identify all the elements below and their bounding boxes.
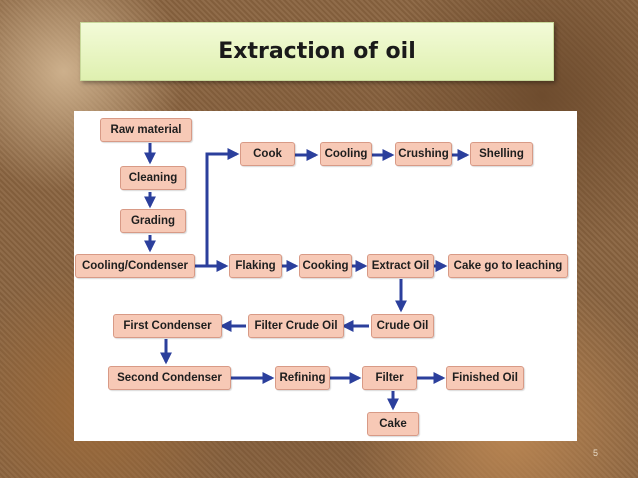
node-extract-oil: Extract Oil (367, 254, 434, 278)
slide-title-box: Extraction of oil (80, 22, 554, 81)
node-crushing: Crushing (395, 142, 452, 166)
node-cooking: Cooking (299, 254, 352, 278)
node-cook: Cook (240, 142, 295, 166)
node-cleaning: Cleaning (120, 166, 186, 190)
node-filter: Filter (362, 366, 417, 390)
slide-title: Extraction of oil (218, 39, 416, 64)
node-refining: Refining (275, 366, 330, 390)
node-cooling-condenser: Cooling/Condenser (75, 254, 195, 278)
node-cake: Cake (367, 412, 419, 436)
node-finished-oil: Finished Oil (446, 366, 524, 390)
node-flaking: Flaking (229, 254, 282, 278)
node-crude-oil: Crude Oil (371, 314, 434, 338)
page-number: 5 (592, 448, 598, 458)
node-filter-crude-oil: Filter Crude Oil (248, 314, 344, 338)
node-shelling: Shelling (470, 142, 533, 166)
node-cooling: Cooling (320, 142, 372, 166)
node-grading: Grading (120, 209, 186, 233)
arrow-condenser-to-cook (194, 148, 240, 268)
node-cake-to-leaching: Cake go to leaching (448, 254, 568, 278)
node-raw-material: Raw material (100, 118, 192, 142)
node-first-condenser: First Condenser (113, 314, 222, 338)
node-second-condenser: Second Condenser (108, 366, 231, 390)
